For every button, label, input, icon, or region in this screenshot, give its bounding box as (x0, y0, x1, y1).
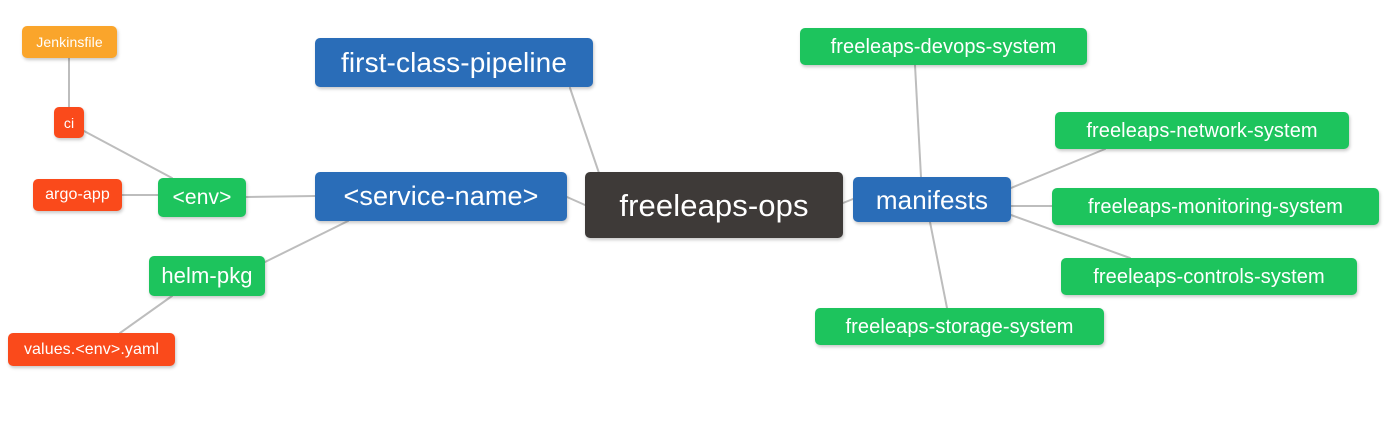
edge-manifests-to-freeleaps-storage-system (929, 221, 948, 309)
node-ci[interactable]: ci (54, 107, 84, 138)
node-freeleaps-ops[interactable]: freeleaps-ops (585, 172, 843, 238)
edge-helm-pkg-to-values-env-yaml (119, 295, 173, 334)
edge-service-name-to-helm-pkg (264, 220, 349, 263)
edge-freeleaps-ops-to-service-name (566, 196, 586, 206)
edge-freeleaps-ops-to-manifests (842, 198, 854, 204)
node-argo-app[interactable]: argo-app (33, 179, 122, 211)
edge-service-name-to-env (245, 195, 316, 198)
node-helm-pkg[interactable]: helm-pkg (149, 256, 265, 296)
node-manifests[interactable]: manifests (853, 177, 1011, 222)
node-env[interactable]: <env> (158, 178, 246, 217)
edge-manifests-to-freeleaps-devops-system (914, 64, 922, 178)
edge-freeleaps-ops-to-first-class-pipeline (569, 87, 601, 177)
edge-env-to-ci (83, 130, 173, 179)
node-freeleaps-network-system[interactable]: freeleaps-network-system (1055, 112, 1349, 149)
node-values-env-yaml[interactable]: values.<env>.yaml (8, 333, 175, 366)
node-freeleaps-controls-system[interactable]: freeleaps-controls-system (1061, 258, 1357, 295)
node-freeleaps-devops-system[interactable]: freeleaps-devops-system (800, 28, 1087, 65)
node-service-name[interactable]: <service-name> (315, 172, 567, 221)
node-freeleaps-storage-system[interactable]: freeleaps-storage-system (815, 308, 1104, 345)
node-freeleaps-monitoring-system[interactable]: freeleaps-monitoring-system (1052, 188, 1379, 225)
node-jenkinsfile[interactable]: Jenkinsfile (22, 26, 117, 58)
node-first-class-pipeline[interactable]: first-class-pipeline (315, 38, 593, 87)
edge-manifests-to-freeleaps-network-system (1010, 148, 1106, 189)
